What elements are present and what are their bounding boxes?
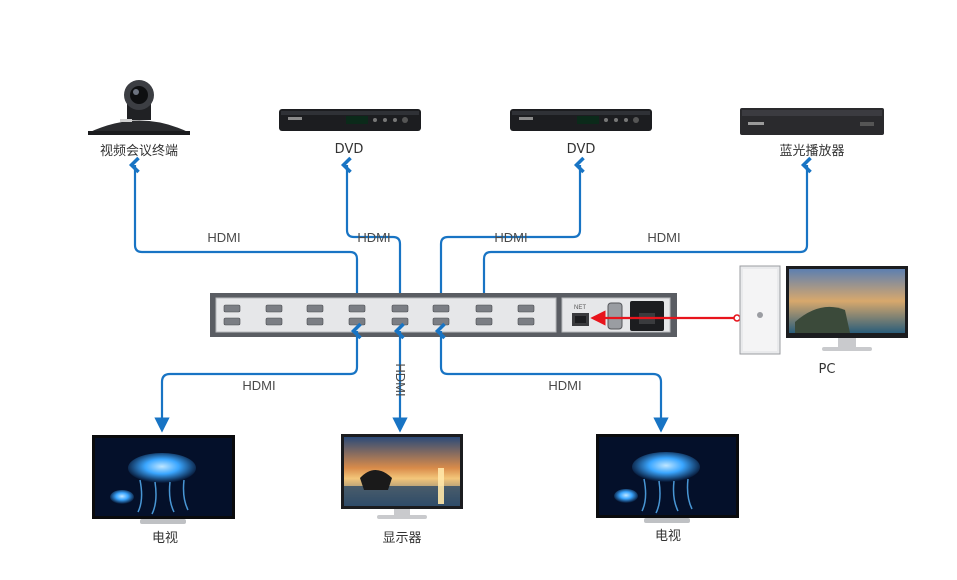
input-cable-label-3: HDMI	[494, 230, 527, 245]
output-cable-3	[434, 322, 669, 433]
hdmi-port	[223, 317, 241, 326]
hdmi-port	[475, 317, 493, 326]
hdmi-port	[432, 317, 450, 326]
display-label-tv-1: 电视	[152, 531, 178, 546]
hdmi-port	[223, 304, 241, 313]
hdmi-port	[517, 304, 535, 313]
hdmi-port	[265, 304, 283, 313]
input-cable-label-2: HDMI	[357, 230, 390, 245]
source-label-conference: 视频会议终端	[100, 143, 178, 159]
input-cable-label-1: HDMI	[207, 230, 240, 245]
hdmi-port	[348, 317, 366, 326]
hdmi-port	[306, 317, 324, 326]
pc-label: PC	[819, 362, 836, 377]
hdmi-port	[391, 317, 409, 326]
net-port-label: NET	[574, 305, 586, 311]
output-cable-label-2: HDMI	[393, 363, 408, 396]
source-label-bluray: 蓝光播放器	[779, 144, 844, 159]
tv-icon	[92, 435, 235, 524]
bluray-player-icon	[740, 108, 884, 135]
display-label-monitor: 显示器	[382, 531, 421, 546]
input-cable-2	[340, 156, 408, 311]
hdmi-matrix-switcher-icon: NET	[210, 293, 677, 337]
hdmi-port	[306, 304, 324, 313]
monitor-icon	[341, 434, 463, 519]
input-cable-4	[476, 156, 812, 311]
output-cable-1	[154, 322, 362, 433]
dvd-player-icon	[510, 109, 652, 131]
hdmi-port	[348, 304, 366, 313]
hdmi-port	[391, 304, 409, 313]
conference-camera-icon	[88, 80, 190, 135]
output-cable-label-1: HDMI	[242, 378, 275, 393]
hdmi-port	[432, 304, 450, 313]
dvd-player-icon	[279, 109, 421, 131]
hdmi-port	[475, 304, 493, 313]
output-cable-label-3: HDMI	[548, 378, 581, 393]
tv-icon	[596, 434, 739, 523]
source-label-dvd-1: DVD	[335, 142, 364, 157]
hdmi-port	[517, 317, 535, 326]
desktop-pc-icon	[739, 265, 908, 355]
hdmi-port	[265, 317, 283, 326]
source-label-dvd-2: DVD	[567, 142, 596, 157]
input-cable-1	[128, 156, 365, 311]
input-cable-label-4: HDMI	[647, 230, 680, 245]
display-label-tv-2: 电视	[655, 529, 681, 544]
